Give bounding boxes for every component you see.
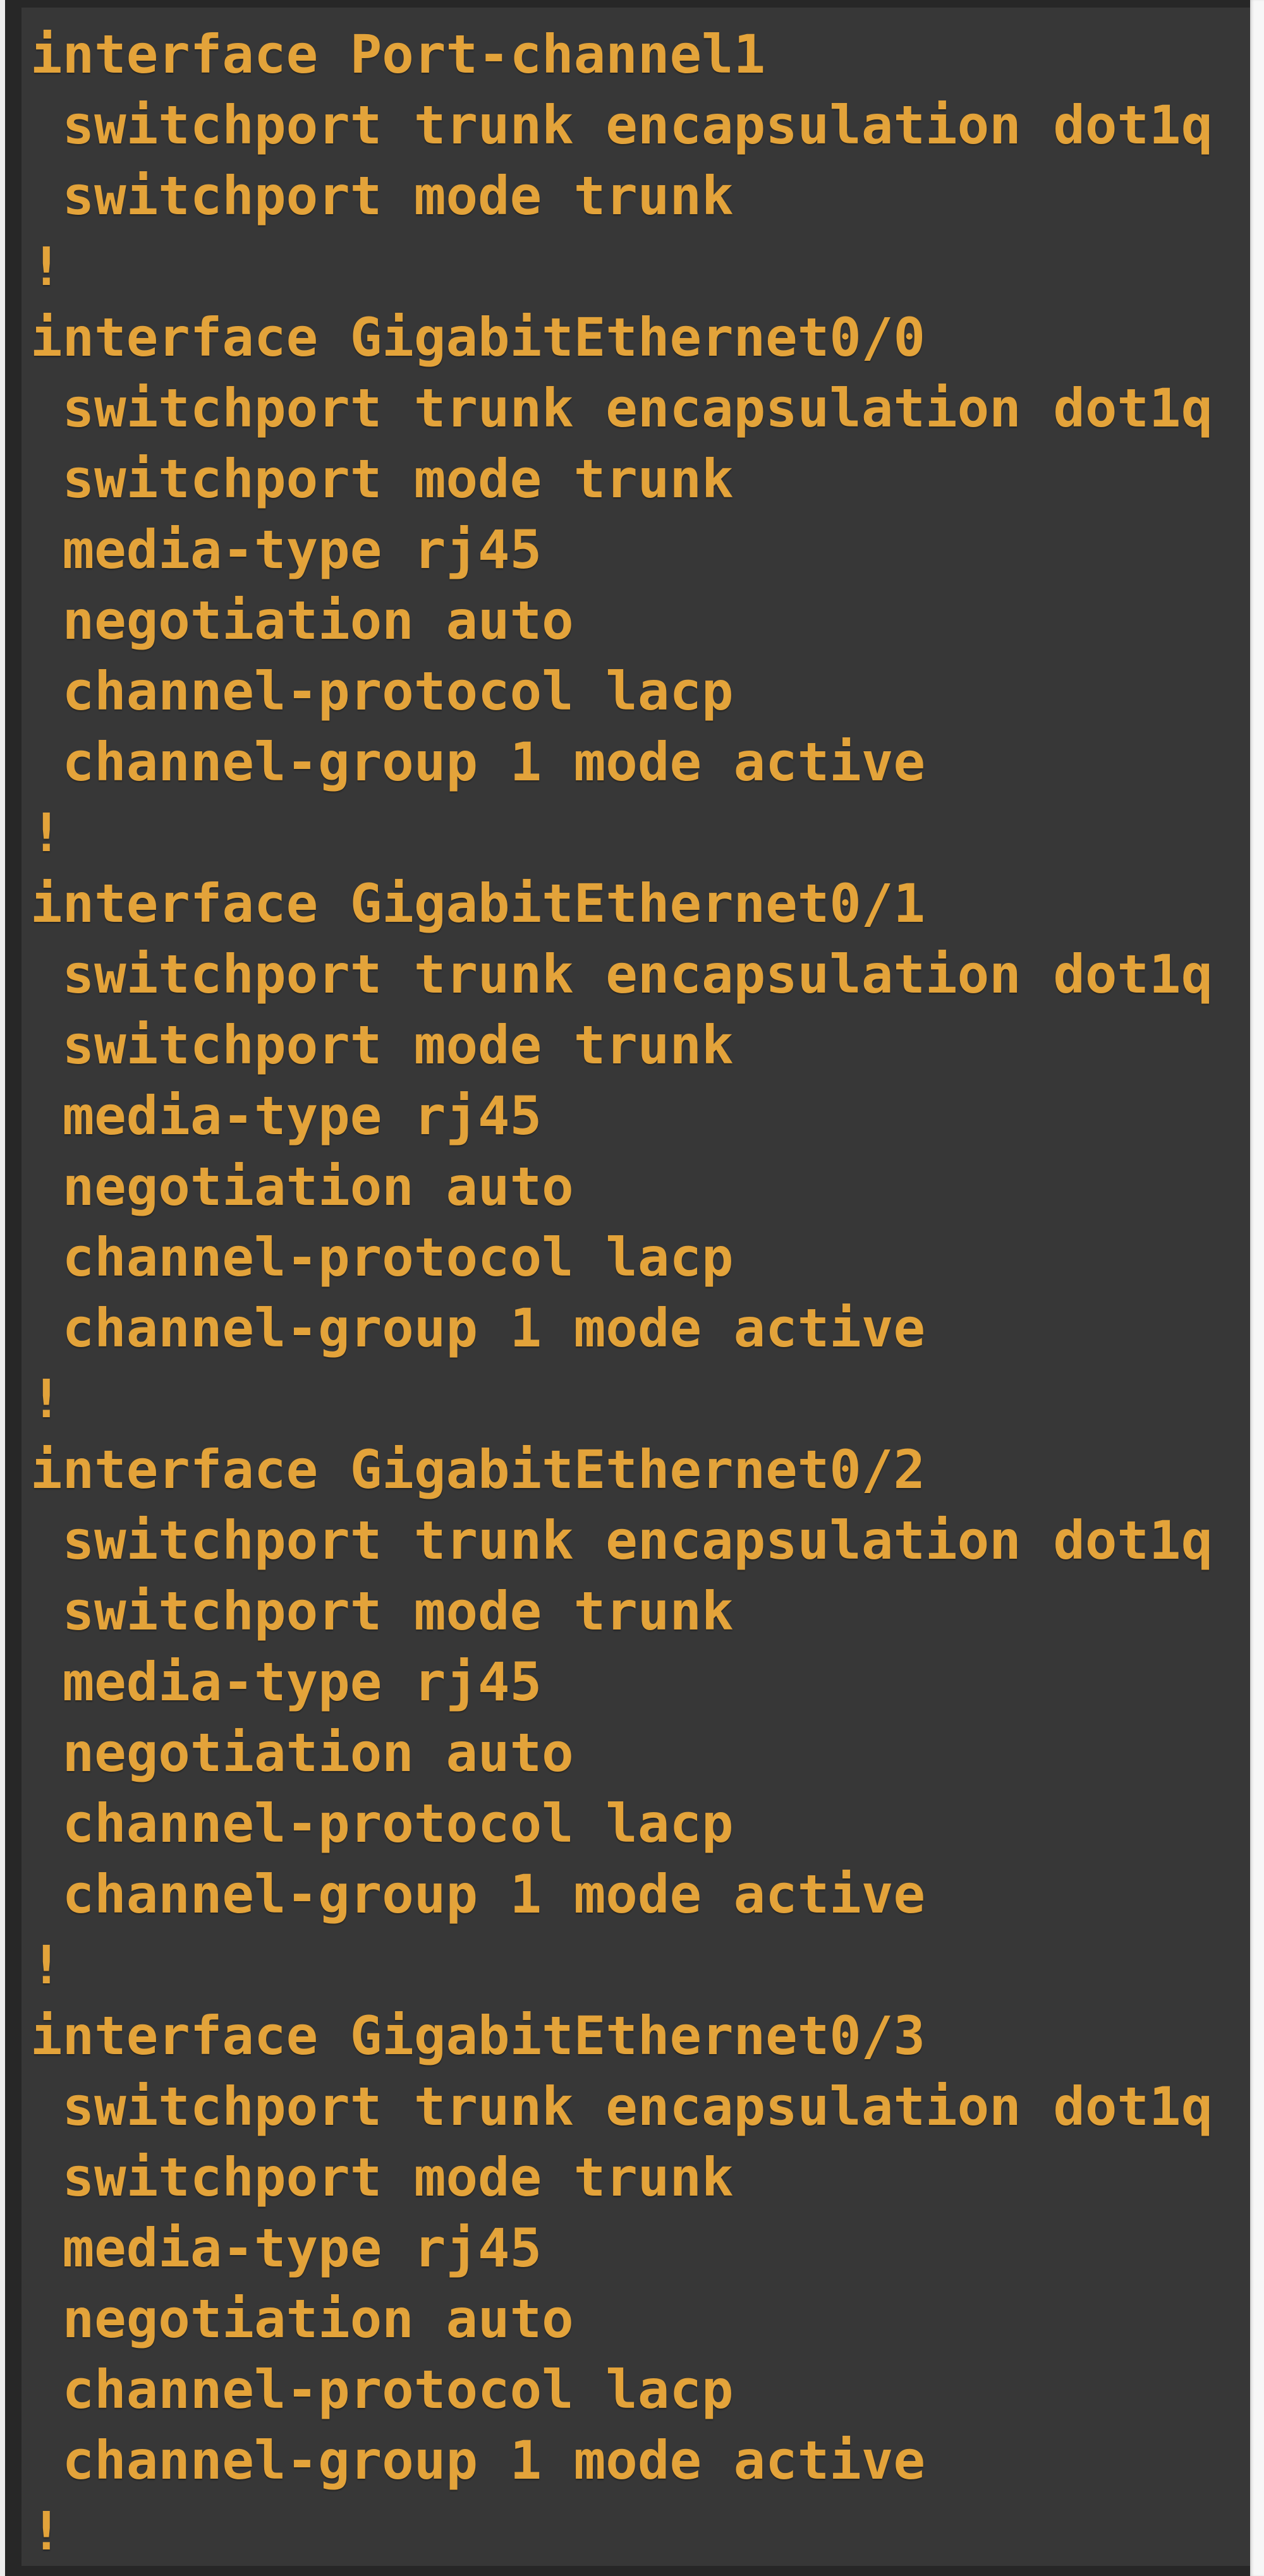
config-line: channel-protocol lacp bbox=[30, 1793, 734, 1854]
config-line: channel-group 1 mode active bbox=[30, 731, 926, 793]
config-line: media-type rj45 bbox=[30, 519, 542, 581]
config-line: channel-protocol lacp bbox=[30, 2359, 734, 2421]
config-line: interface GigabitEthernet0/3 bbox=[30, 2005, 926, 2067]
config-line: switchport trunk encapsulation dot1q bbox=[30, 94, 1213, 156]
terminal-top-edge bbox=[5, 0, 1250, 8]
config-line: interface GigabitEthernet0/0 bbox=[30, 306, 926, 368]
config-line: negotiation auto bbox=[30, 1722, 574, 1784]
config-line: switchport mode trunk bbox=[30, 2146, 734, 2208]
terminal-window: interface Port-channel1 switchport trunk… bbox=[5, 0, 1250, 2576]
config-line: media-type rj45 bbox=[30, 1085, 542, 1147]
config-line: media-type rj45 bbox=[30, 1651, 542, 1713]
config-line: switchport trunk encapsulation dot1q bbox=[30, 377, 1213, 439]
config-line: switchport mode trunk bbox=[30, 448, 734, 510]
config-line: channel-group 1 mode active bbox=[30, 2429, 926, 2491]
config-line: switchport trunk encapsulation dot1q bbox=[30, 943, 1213, 1005]
config-line: channel-group 1 mode active bbox=[30, 1863, 926, 1925]
config-line: interface GigabitEthernet0/1 bbox=[30, 873, 926, 934]
terminal-left-edge bbox=[5, 0, 21, 2576]
config-line: switchport mode trunk bbox=[30, 165, 734, 227]
config-line: channel-protocol lacp bbox=[30, 1226, 734, 1288]
config-line: ! bbox=[30, 1368, 63, 1430]
config-line: switchport mode trunk bbox=[30, 1580, 734, 1642]
terminal-bottom-edge bbox=[5, 2566, 1250, 2576]
config-line: ! bbox=[30, 1934, 63, 1996]
config-line: ! bbox=[30, 236, 63, 298]
config-line: interface Port-channel1 bbox=[30, 23, 766, 85]
config-line: channel-protocol lacp bbox=[30, 660, 734, 722]
config-line: ! bbox=[30, 802, 63, 864]
config-line: switchport mode trunk bbox=[30, 1014, 734, 1076]
config-line: negotiation auto bbox=[30, 1156, 574, 1218]
page-right-margin bbox=[1250, 0, 1264, 2576]
config-line: media-type rj45 bbox=[30, 2217, 542, 2279]
page-left-margin bbox=[0, 0, 5, 2576]
config-line: interface GigabitEthernet0/2 bbox=[30, 1439, 926, 1501]
config-line: negotiation auto bbox=[30, 2288, 574, 2350]
config-line: switchport trunk encapsulation dot1q bbox=[30, 1509, 1213, 1571]
config-line: ! bbox=[30, 2500, 63, 2562]
config-line: channel-group 1 mode active bbox=[30, 1297, 926, 1359]
cisco-config-output: interface Port-channel1 switchport trunk… bbox=[30, 19, 1213, 2567]
config-line: negotiation auto bbox=[30, 590, 574, 651]
config-line: switchport trunk encapsulation dot1q bbox=[30, 2076, 1213, 2138]
